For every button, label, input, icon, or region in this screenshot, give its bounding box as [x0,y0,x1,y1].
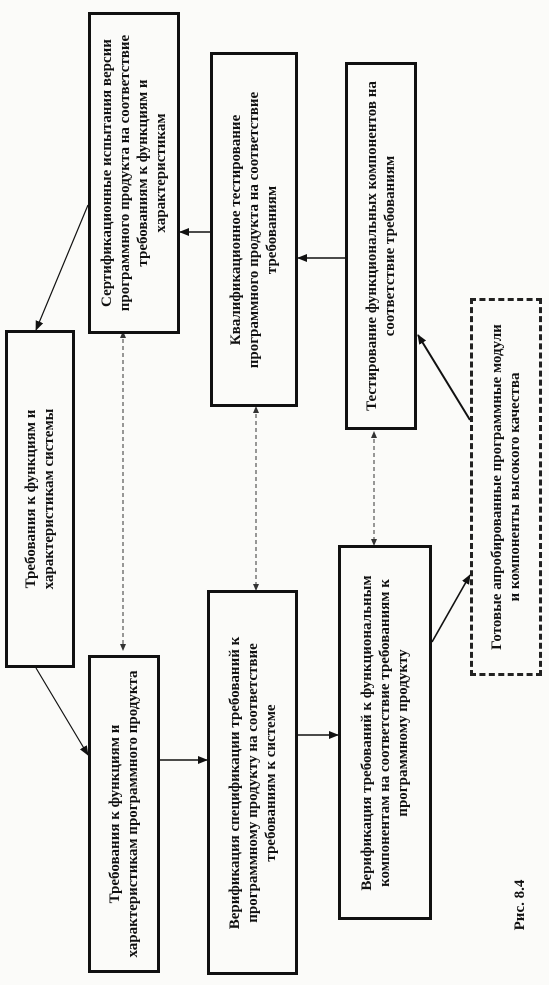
box-certification-tests-text: Сертификационные испытания версии програ… [99,34,169,312]
box-ready-modules-text: Готовые апробированные программные модул… [489,324,523,650]
box-spec-verification: Верификация спецификации требований к пр… [207,590,298,975]
box-spec-verification-text: Верификация спецификации требований к пр… [226,636,279,929]
figure-caption-text: Рис. 8.4 [512,879,528,931]
box-component-testing-text: Тестирование функциональных компонентов … [364,81,398,411]
box-system-requirements: Требования к функциям и характеристикам … [5,330,75,668]
box-product-requirements-text: Требования к функциям и характеристикам … [107,670,141,958]
box-system-requirements-text: Требования к функциям и характеристикам … [23,408,57,590]
arrow-compverif-to-ready [431,574,471,643]
arrow-ready-to-comptest [417,334,471,421]
box-qualification-testing: Квалификационное тестирование программно… [210,52,298,407]
figure-caption: Рис. 8.4 [500,860,540,950]
arrow-cert-to-system [35,204,89,331]
box-ready-modules: Готовые апробированные программные модул… [470,298,542,676]
arrow-system-to-product [35,667,89,756]
box-component-verification: Верификация требований к функциональным … [338,545,432,920]
box-component-testing: Тестирование функциональных компонентов … [345,62,417,430]
box-product-requirements: Требования к функциям и характеристикам … [88,655,160,973]
box-certification-tests: Сертификационные испытания версии програ… [88,12,180,334]
box-qualification-testing-text: Квалификационное тестирование программно… [228,91,280,368]
box-component-verification-text: Верификация требований к функциональным … [359,574,411,891]
